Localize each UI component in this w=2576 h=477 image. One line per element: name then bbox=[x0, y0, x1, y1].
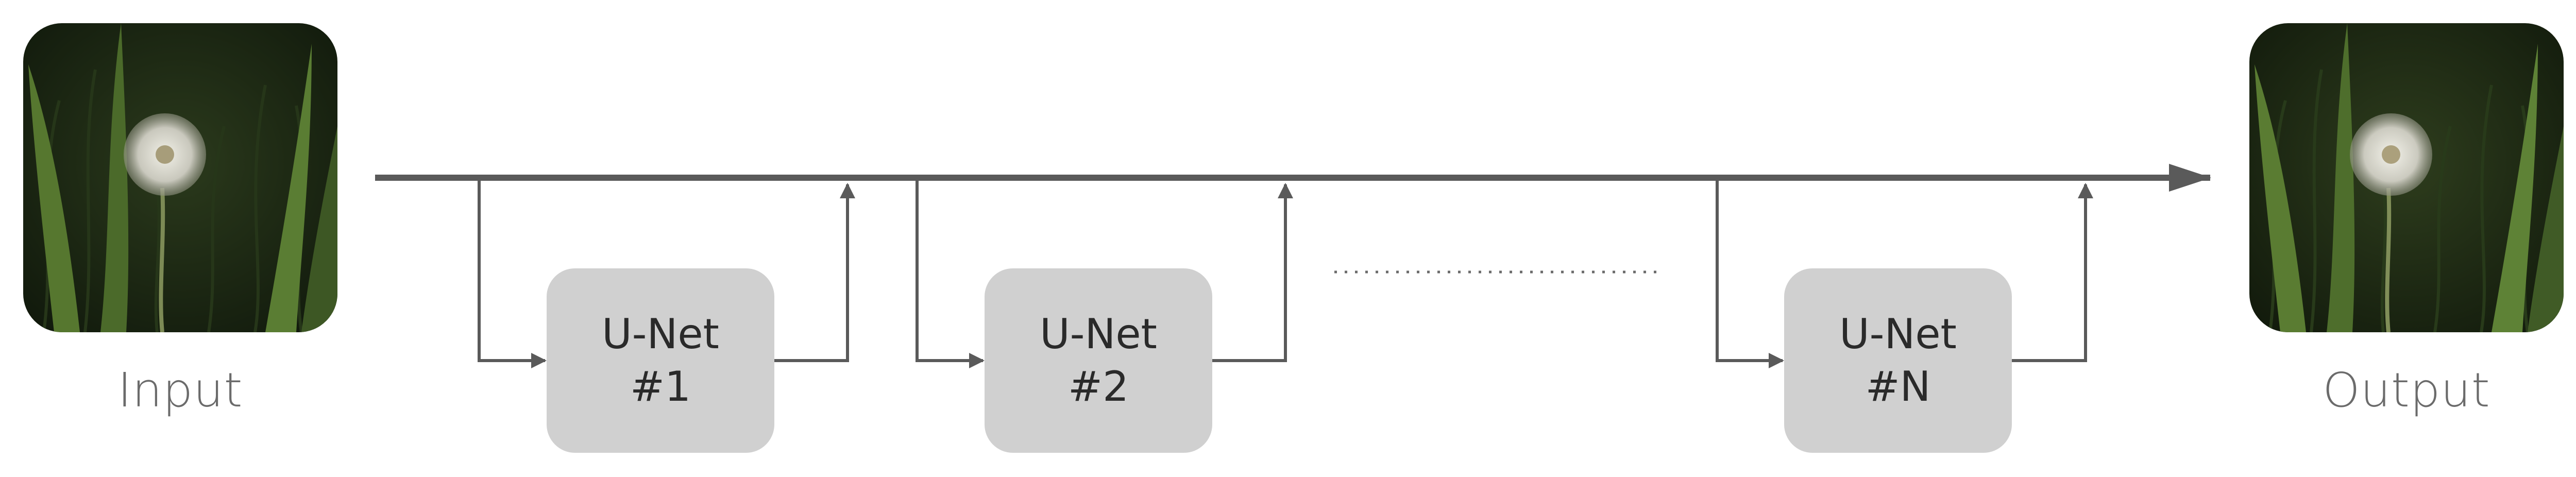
unet-block-2-name: U-Net bbox=[1040, 310, 1157, 358]
unet-block-1: U-Net #1 bbox=[547, 268, 774, 453]
main-arrowhead bbox=[2169, 164, 2211, 192]
output-image bbox=[2249, 23, 2564, 332]
output-caption: Output bbox=[2323, 363, 2490, 418]
branch-out-1 bbox=[774, 183, 855, 362]
branch-in-1 bbox=[478, 178, 547, 368]
input-image bbox=[23, 23, 337, 332]
unet-block-n-name: U-Net bbox=[1839, 310, 1957, 358]
unet-block-n-index: #N bbox=[1865, 363, 1931, 411]
unet-block-2-index: #2 bbox=[1068, 363, 1129, 411]
branch-out-n bbox=[2012, 183, 2093, 362]
input-caption: Input bbox=[117, 363, 243, 418]
unet-block-2: U-Net #2 bbox=[985, 268, 1212, 453]
unet-block-n: U-Net #N bbox=[1784, 268, 2012, 453]
unet-block-1-index: #1 bbox=[630, 363, 691, 411]
branch-out-2 bbox=[1212, 183, 1293, 362]
branch-in-n bbox=[1716, 178, 1784, 368]
branch-in-2 bbox=[916, 178, 985, 368]
unet-block-1-name: U-Net bbox=[602, 310, 719, 358]
